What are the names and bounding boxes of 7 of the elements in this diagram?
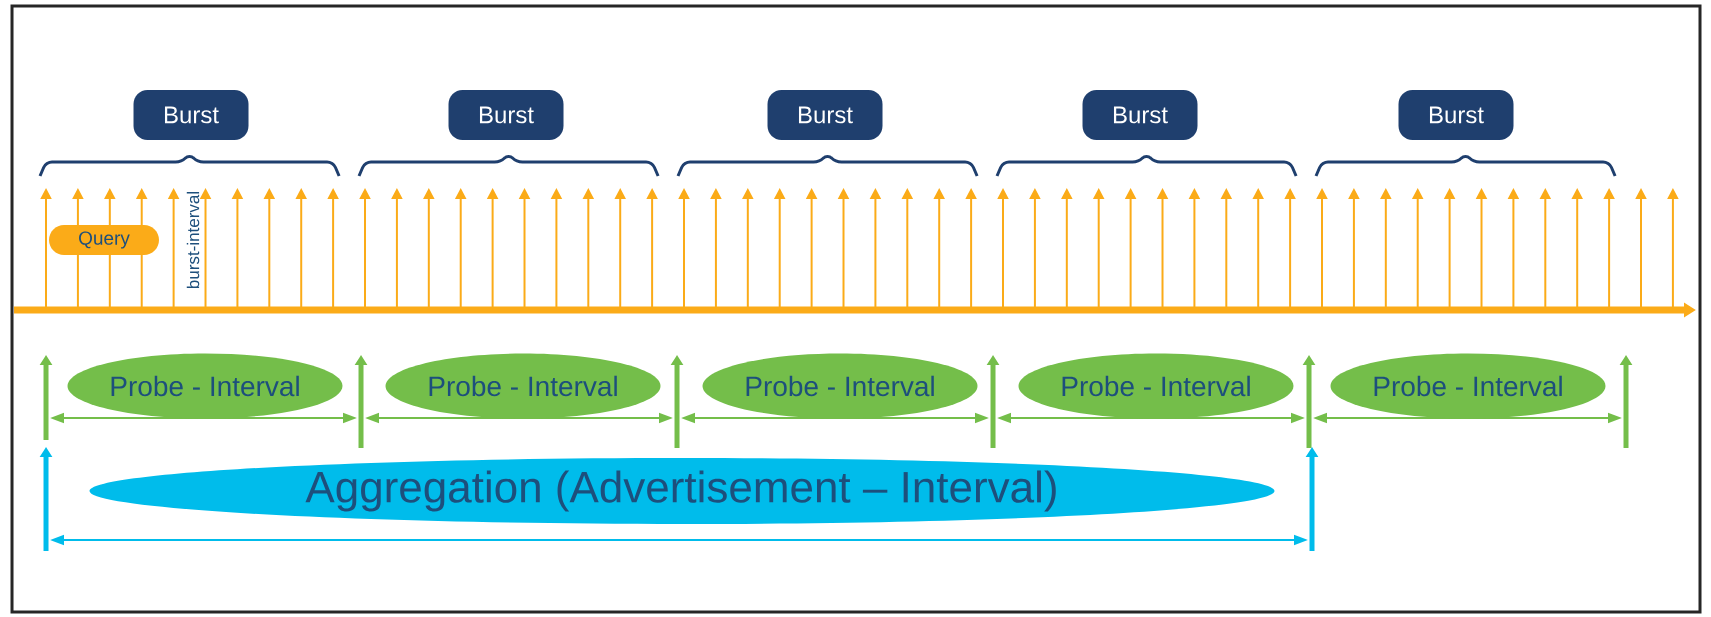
burst-box: Burst — [133, 90, 249, 140]
rotated-label: burst-interval — [186, 192, 200, 288]
burst-box: Burst — [1082, 90, 1198, 140]
burst-box: Burst — [767, 90, 883, 140]
query-pill: Query — [49, 225, 159, 255]
burst-box: Burst — [1398, 90, 1514, 140]
burst-box: Burst — [448, 90, 564, 140]
